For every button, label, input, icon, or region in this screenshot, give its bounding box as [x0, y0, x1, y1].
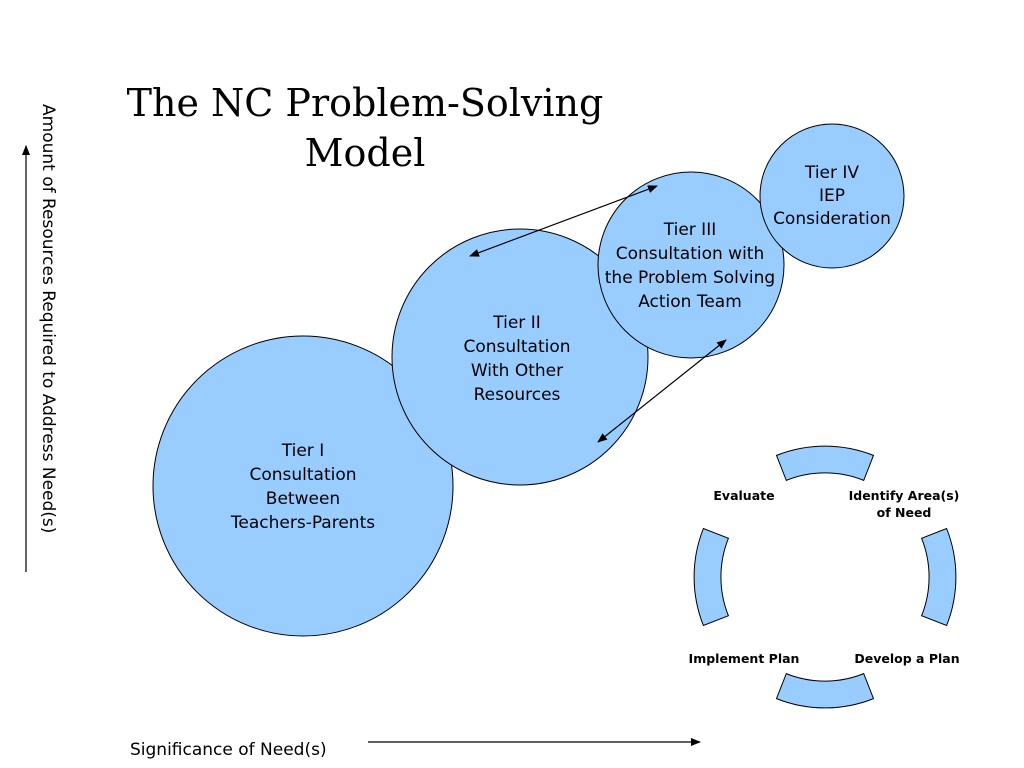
tier-1-label-line: Consultation: [249, 465, 357, 485]
tier-3-label-line: Action Team: [638, 292, 742, 312]
page-title: The NC Problem-Solving Model: [110, 78, 620, 178]
tier-2-label-line: Consultation: [463, 337, 571, 357]
tier-3-label: Tier III Consultation with the Problem S…: [580, 218, 800, 314]
tier-4-label-line: IEP: [818, 186, 845, 206]
tier-4-circle: [759, 123, 905, 269]
cycle-step-label-line: Implement Plan: [688, 651, 800, 666]
tier-3-label-line: Tier III: [663, 220, 717, 240]
title-line-1: The NC Problem-Solving: [126, 81, 604, 125]
tier-4-label-line: Tier IV: [804, 163, 860, 183]
tier-2-label-line: Tier II: [493, 313, 541, 333]
lower-double-arrow: [597, 339, 727, 443]
cycle-arc-left: [693, 527, 730, 627]
tier-1-label-line: Tier I: [281, 441, 325, 461]
cycle-arc-right: [920, 527, 957, 627]
tier-2-label-line: Resources: [473, 385, 561, 405]
tier-1-label: Tier I Consultation Between Teachers-Par…: [203, 439, 403, 535]
cycle-step-label-line: of Need: [876, 505, 932, 520]
tier-1-label-line: Teachers-Parents: [230, 513, 376, 533]
tier-4-label: Tier IV IEP Consideration: [757, 162, 907, 231]
upper-double-arrow: [469, 185, 658, 257]
cycle-arc-top: [775, 445, 875, 482]
tier-1-circle: [152, 335, 454, 637]
cycle-step-identify: Identify Area(s) of Need: [829, 487, 979, 521]
tier-3-label-line: Consultation with: [615, 244, 765, 264]
y-axis-label: Amount of Resources Required to Address …: [38, 104, 58, 534]
title-line-2: Model: [304, 131, 426, 175]
cycle-step-evaluate: Evaluate: [694, 487, 794, 504]
cycle-step-label-line: Identify Area(s): [848, 488, 960, 503]
tier-2-label-line: With Other: [470, 361, 564, 381]
tier-4-label-line: Consideration: [773, 209, 891, 229]
tier-1-label-line: Between: [265, 489, 341, 509]
cycle-step-implement: Implement Plan: [674, 650, 814, 667]
tier-3-label-line: the Problem Solving: [604, 268, 776, 288]
cycle-step-label-line: Evaluate: [713, 488, 775, 503]
tier-2-label: Tier II Consultation With Other Resource…: [437, 311, 597, 407]
cycle-arc-bottom: [775, 672, 875, 709]
cycle-step-develop: Develop a Plan: [837, 650, 977, 667]
x-axis-label: Significance of Need(s): [130, 740, 327, 760]
cycle-step-label-line: Develop a Plan: [854, 651, 960, 666]
